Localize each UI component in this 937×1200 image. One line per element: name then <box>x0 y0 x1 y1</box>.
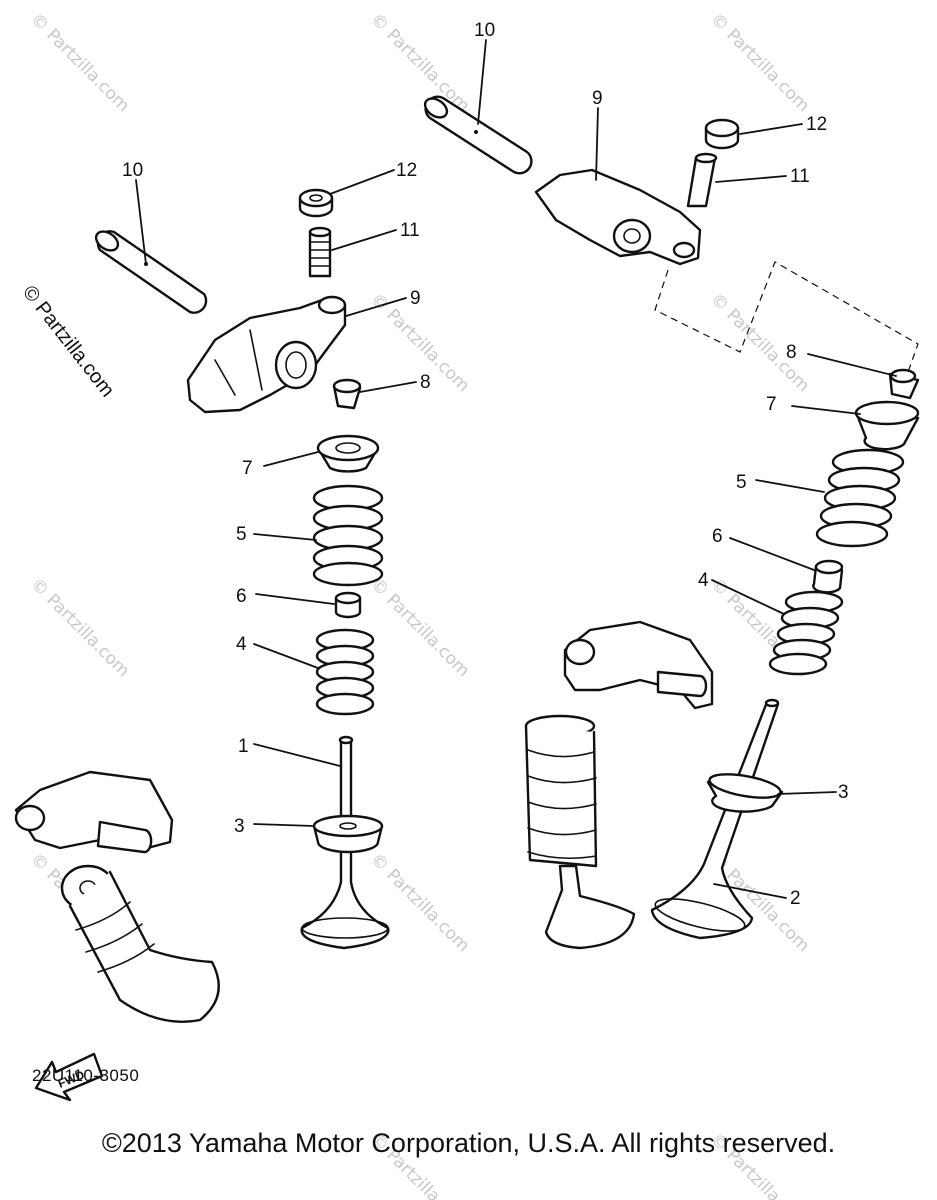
group-bracket <box>654 261 919 373</box>
watermark-text: © Partzilla.com <box>366 849 473 956</box>
watermark-text: © Partzilla.com <box>366 574 473 681</box>
callout-11: 11 <box>790 166 810 187</box>
callout-10: 10 <box>474 20 495 41</box>
exhaust-valve <box>650 698 780 940</box>
callout-4: 4 <box>698 570 709 591</box>
leader-lines <box>135 39 897 899</box>
locknut-left <box>298 188 334 218</box>
callout-3: 3 <box>234 816 245 837</box>
watermark-text: © Partzilla.com <box>26 9 133 116</box>
watermark-text: © Partzilla.com <box>706 289 813 396</box>
callout-1: 1 <box>238 736 249 757</box>
watermark-text: © Partzilla.com <box>26 574 133 681</box>
valve-seal-left <box>334 591 362 619</box>
callout-numbers: 10 10 9 9 12 12 11 11 8 8 7 7 5 5 6 6 4 … <box>122 20 849 909</box>
callout-8: 8 <box>420 372 431 393</box>
valve-adjuster-left <box>308 226 332 278</box>
spring-retainer-left <box>316 434 380 473</box>
valve-spring-seat-left <box>312 814 384 854</box>
callout-9: 9 <box>592 88 603 109</box>
inner-spring-left <box>315 628 375 716</box>
assembled-rocker-center <box>563 620 714 710</box>
callout-12: 12 <box>396 160 417 181</box>
valve-seal-right <box>812 559 844 594</box>
callout-12: 12 <box>806 114 827 135</box>
callout-10: 10 <box>122 160 143 181</box>
callout-9: 9 <box>410 288 421 309</box>
outer-spring-left <box>312 484 384 587</box>
callout-3: 3 <box>838 782 849 803</box>
spring-retainer-right <box>854 400 920 451</box>
watermark-text: © Partzilla.com <box>706 9 813 116</box>
watermark-text: © Partzilla.com <box>366 9 473 116</box>
assembled-rocker-left <box>14 770 174 854</box>
inner-spring-right <box>768 590 844 676</box>
assembled-valve-center <box>524 714 636 950</box>
callout-5: 5 <box>736 472 747 493</box>
rocker-arm-right <box>534 168 702 266</box>
side-watermark: © Partzilla.com <box>18 282 118 402</box>
valve-adjuster-right <box>686 152 718 208</box>
forward-arrow: FWD <box>34 1052 104 1102</box>
rocker-shaft-right <box>423 95 533 175</box>
copyright-notice: ©2013 Yamaha Motor Corporation, U.S.A. A… <box>101 1128 836 1158</box>
valve-cotter-left <box>332 378 362 410</box>
callout-2: 2 <box>790 888 801 909</box>
callout-6: 6 <box>236 586 247 607</box>
assembled-valve-left <box>60 864 220 1023</box>
rocker-arm-left <box>186 295 347 414</box>
callout-7: 7 <box>766 394 777 415</box>
diagram-code: 22U110-3050 <box>32 1066 140 1085</box>
callout-4: 4 <box>236 634 247 655</box>
rocker-shaft-left <box>94 230 208 314</box>
callout-7: 7 <box>242 458 253 479</box>
locknut-right <box>704 118 740 150</box>
valve-spring-seat-right <box>706 773 784 813</box>
callout-11: 11 <box>400 220 420 241</box>
callout-5: 5 <box>236 524 247 545</box>
callout-6: 6 <box>712 526 723 547</box>
callout-8: 8 <box>786 342 797 363</box>
valve-cotter-right <box>888 368 920 400</box>
outer-spring-right <box>815 448 905 548</box>
